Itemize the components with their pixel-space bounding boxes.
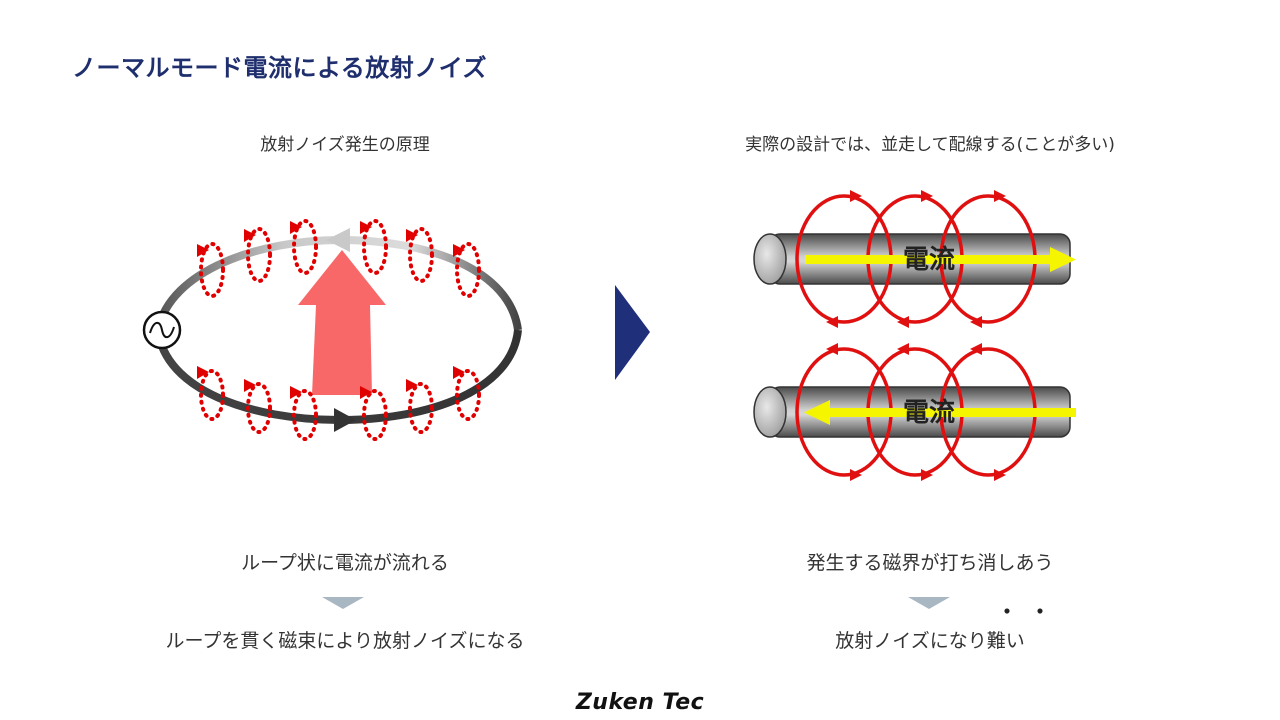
field-loop	[199, 242, 225, 298]
left-caption-bottom: ループを貫く磁束により放射ノイズになる	[165, 630, 525, 652]
down-marker-right	[908, 597, 950, 609]
field-loop	[362, 219, 388, 275]
page-title: ノーマルモード電流による放射ノイズ	[72, 54, 488, 82]
left-caption-top: ループ状に電流が流れる	[241, 552, 449, 574]
field-loop	[455, 369, 481, 421]
field-ring-arrowheads-bottom	[826, 343, 1006, 481]
field-loop	[455, 242, 481, 298]
field-loop	[292, 219, 318, 275]
loop-direction-arrow-top	[326, 228, 350, 252]
wire-bottom-label: 電流	[903, 398, 955, 428]
current-arrow-top	[805, 247, 1076, 272]
field-loop	[292, 389, 318, 441]
ac-source-icon	[142, 310, 182, 350]
chevron-right-icon	[615, 285, 650, 380]
left-subtitle: 放射ノイズ発生の原理	[260, 135, 430, 155]
field-loop	[408, 382, 434, 434]
current-loop	[154, 228, 522, 432]
magnetic-flux-arrow	[298, 250, 386, 395]
right-caption-top: 発生する磁界が打ち消しあう	[806, 552, 1054, 574]
down-marker-left	[322, 597, 364, 609]
wire-top-label: 電流	[903, 245, 955, 275]
field-loop	[408, 227, 434, 283]
emphasis-dots: ・・	[995, 598, 1061, 626]
loop-direction-arrow-bottom	[334, 408, 356, 432]
field-loops-top	[199, 219, 481, 298]
field-loops-bottom	[199, 369, 481, 441]
field-loop	[362, 389, 388, 441]
right-subtitle: 実際の設計では、並走して配線する(ことが多い)	[745, 135, 1115, 155]
field-ring-arrowheads-top	[826, 190, 1006, 328]
current-arrow-bottom	[804, 400, 1076, 425]
field-loop	[246, 382, 272, 434]
field-loop	[246, 227, 272, 283]
right-caption-bottom: 放射ノイズになり難い	[835, 630, 1025, 652]
brand-logo: Zuken Tec	[575, 690, 705, 715]
field-loop-arrowheads-bottom	[197, 366, 465, 399]
field-loop	[199, 369, 225, 421]
field-loop-arrowheads-top	[197, 221, 465, 257]
